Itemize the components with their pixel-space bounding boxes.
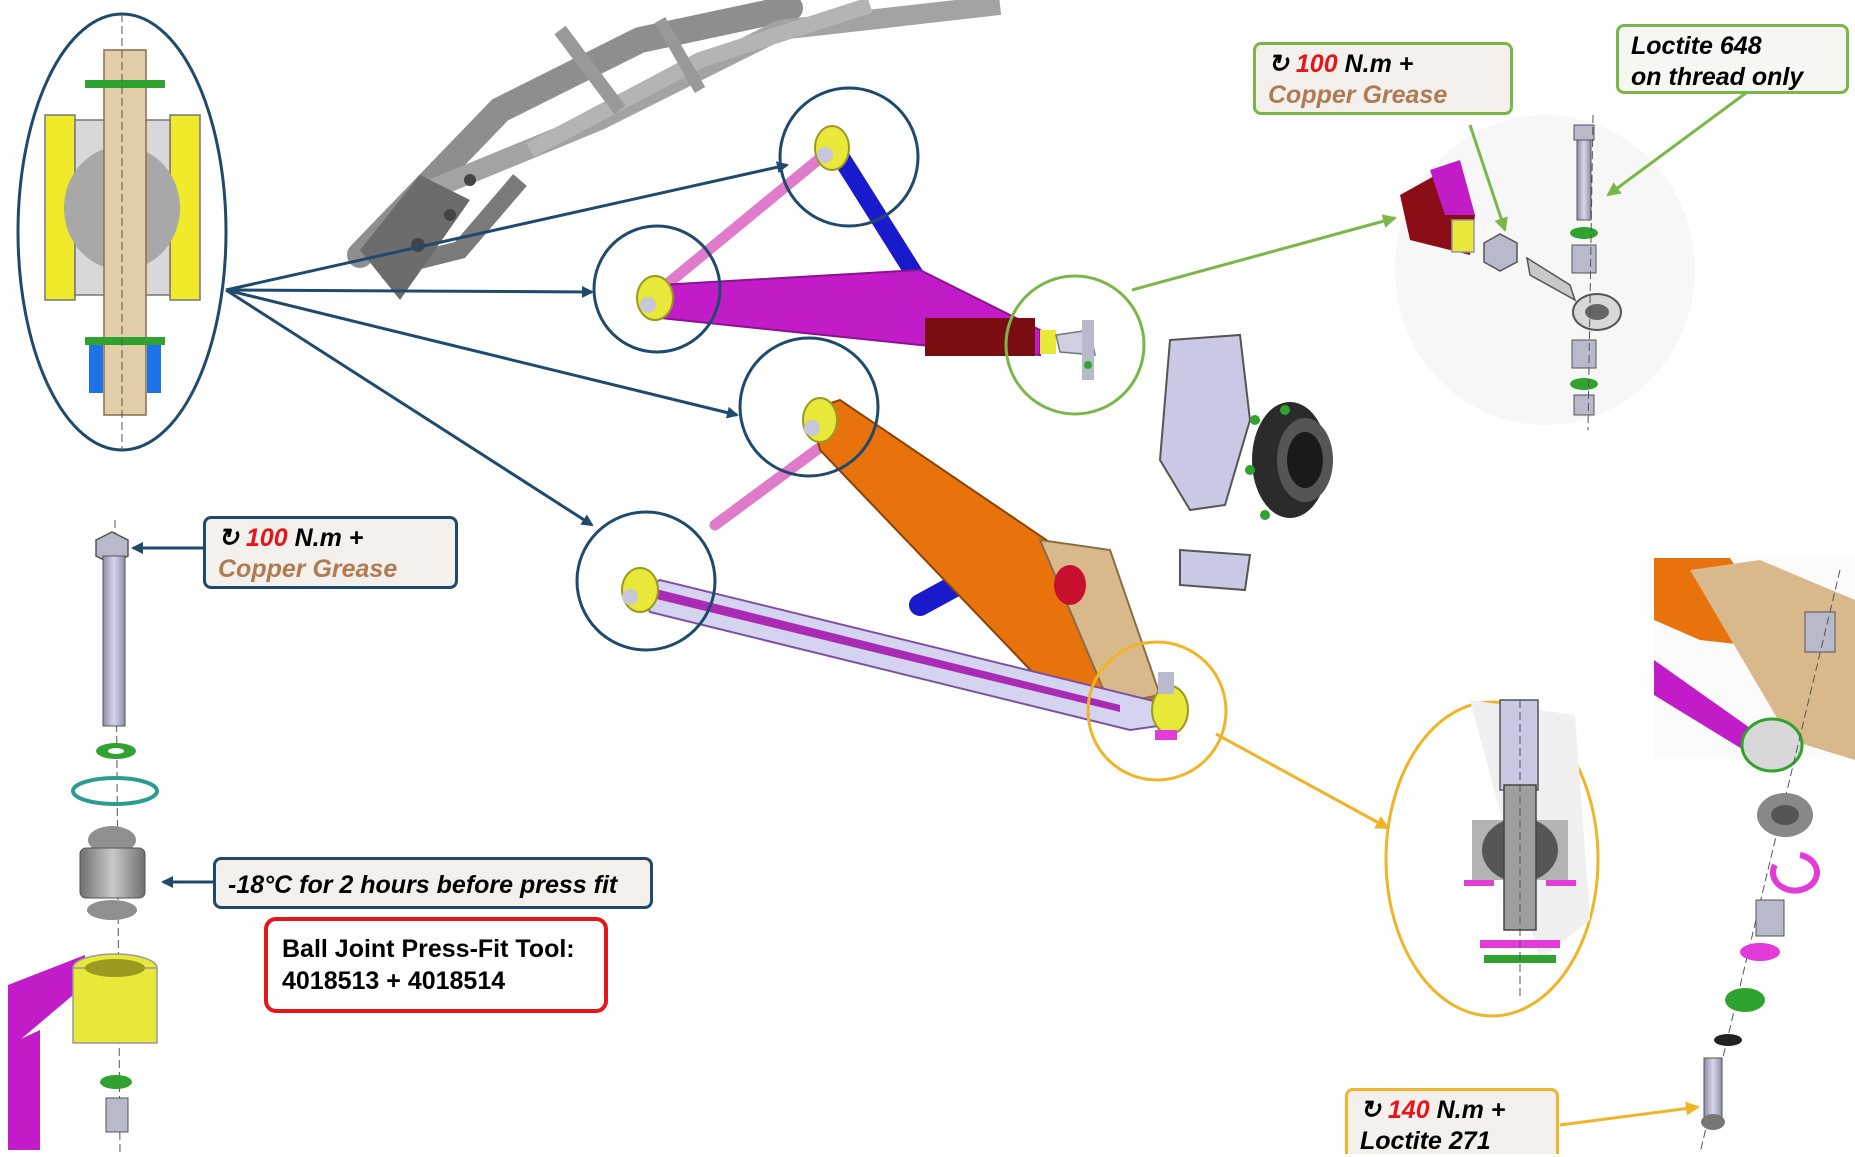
chassis-frame xyxy=(347,0,1002,300)
torque-value: 100 xyxy=(1295,50,1338,78)
leader-arrows xyxy=(131,88,1751,1127)
torque-note: Copper Grease xyxy=(1268,81,1448,109)
bushing-section-view xyxy=(16,12,228,452)
torque-symbol: ↻ xyxy=(1268,50,1289,78)
ball-joint-exploded-view xyxy=(8,519,159,1153)
tool-line-2: 4018513 + 4018514 xyxy=(282,967,506,995)
torque-symbol: ↻ xyxy=(218,524,239,552)
freeze-callout: -18°C for 2 hours before press fit xyxy=(213,857,653,909)
torque-note: Copper Grease xyxy=(218,555,398,583)
torque-value: 140 xyxy=(1387,1096,1430,1124)
loctite-line-2: on thread only xyxy=(1631,63,1804,91)
torque-value: 100 xyxy=(245,524,288,552)
torque-symbol: ↻ xyxy=(1360,1096,1381,1124)
loctite-648-callout: Loctite 648 on thread only xyxy=(1616,24,1849,94)
loctite-line-1: Loctite 648 xyxy=(1631,32,1762,60)
torque-callout-bottom: ↻ 140 N.m + Loctite 271 xyxy=(1345,1088,1559,1155)
torque-unit: N.m + xyxy=(1344,50,1414,78)
ball-joint-highlight-circle xyxy=(1086,640,1228,782)
pivot-highlight-circles xyxy=(575,86,920,652)
hub-knuckle xyxy=(1158,333,1333,592)
right-exploded-view xyxy=(1654,558,1855,1153)
torque-unit: N.m + xyxy=(294,524,364,552)
torque-callout-top: ↻ 100 N.m + Copper Grease xyxy=(1253,42,1513,115)
torque-unit: N.m + xyxy=(1436,1096,1506,1124)
ball-joint-section-view xyxy=(1384,699,1600,1018)
lower-a-arm xyxy=(621,397,1189,740)
press-fit-tool-callout: Ball Joint Press-Fit Tool: 4018513 + 401… xyxy=(264,917,608,1013)
tie-rod-highlight-circle xyxy=(1004,274,1146,416)
torque-callout-left: ↻ 100 N.m + Copper Grease xyxy=(203,516,458,589)
upper-a-arm xyxy=(636,125,1096,380)
freeze-text: -18°C for 2 hours before press fit xyxy=(228,871,618,899)
torque-note: Loctite 271 xyxy=(1360,1127,1491,1155)
tool-line-1: Ball Joint Press-Fit Tool: xyxy=(282,935,575,963)
